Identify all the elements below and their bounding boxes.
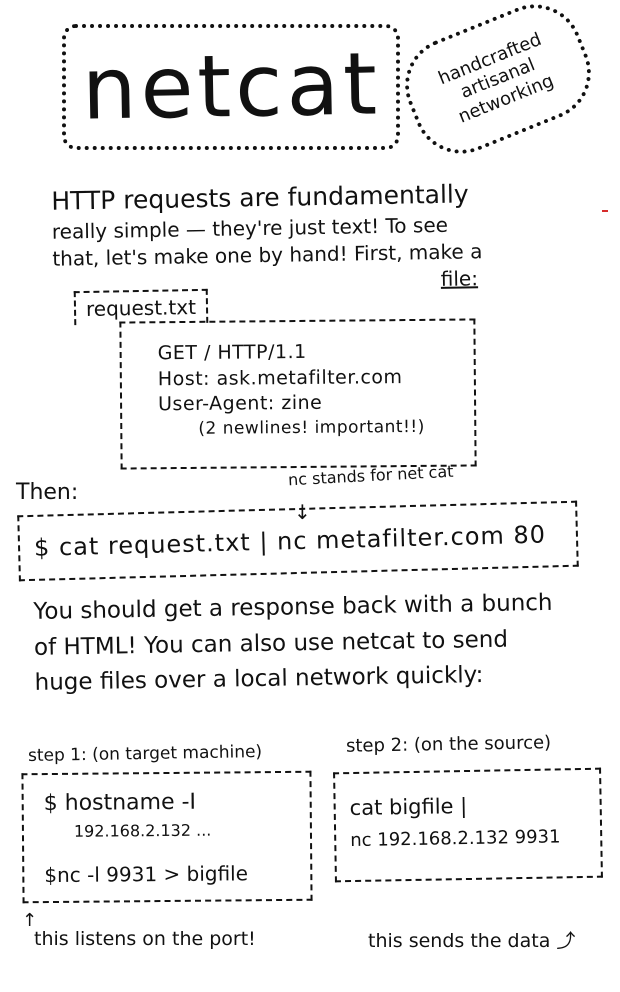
then-label: Then:	[16, 480, 79, 505]
listen-arrow-icon: ↑	[22, 910, 38, 931]
intro-line-3-tail: First, make a	[347, 238, 483, 266]
command-text: $ cat request.txt | nc metafilter.com 80	[33, 520, 547, 562]
request-line-2: Host: ask.metafilter.com	[157, 365, 403, 390]
intro-file-word: file:	[440, 266, 479, 291]
title-frame: netcat	[62, 24, 400, 150]
command-box: $ cat request.txt | nc metafilter.com 80	[17, 500, 579, 582]
sends-note: this sends the data ⤴	[368, 930, 576, 952]
step-1-cmd-listen: $nc -l 9931 > bigfile	[44, 861, 249, 888]
intro-line-3: that, let's make one by hand	[52, 241, 340, 271]
request-note: (2 newlines! important!!)	[198, 416, 425, 439]
nc-arrow-icon: ↓	[294, 500, 311, 524]
intro-text: HTTP requests are fundamentally really s…	[51, 175, 593, 299]
step-2-cmd-nc: nc 192.168.2.132 9931	[350, 826, 561, 852]
stamp-badge: handcrafted artisanal networking	[390, 0, 606, 169]
step-2-box: cat bigfile | nc 192.168.2.132 9931	[333, 767, 603, 883]
step-1-label: step 1: (on target machine)	[27, 741, 263, 767]
step-2-label: step 2: (on the source)	[345, 732, 552, 757]
request-file-box: GET / HTTP/1.1 Host: ask.metafilter.com …	[119, 318, 477, 470]
step-2-cmd-cat: cat bigfile |	[349, 794, 468, 821]
step-1-cmd-hostname: $ hostname -I	[43, 789, 197, 817]
listen-note: this listens on the port!	[34, 928, 256, 950]
response-paragraph: You should get a response back with a bu…	[33, 585, 595, 702]
request-file-name: request.txt	[73, 288, 209, 326]
intro-line-2: really simple — they're just text! To se…	[51, 212, 449, 244]
step-1-box: $ hostname -I 192.168.2.132 ... $nc -l 9…	[21, 770, 313, 904]
red-mark	[602, 210, 608, 212]
step-1-ip: 192.168.2.132 ...	[73, 820, 212, 841]
page-title: netcat	[80, 34, 382, 140]
intro-line-1: HTTP requests are fundamentally	[51, 179, 469, 216]
request-line-1: GET / HTTP/1.1	[157, 340, 307, 365]
request-line-3: User-Agent: zine	[157, 392, 323, 416]
